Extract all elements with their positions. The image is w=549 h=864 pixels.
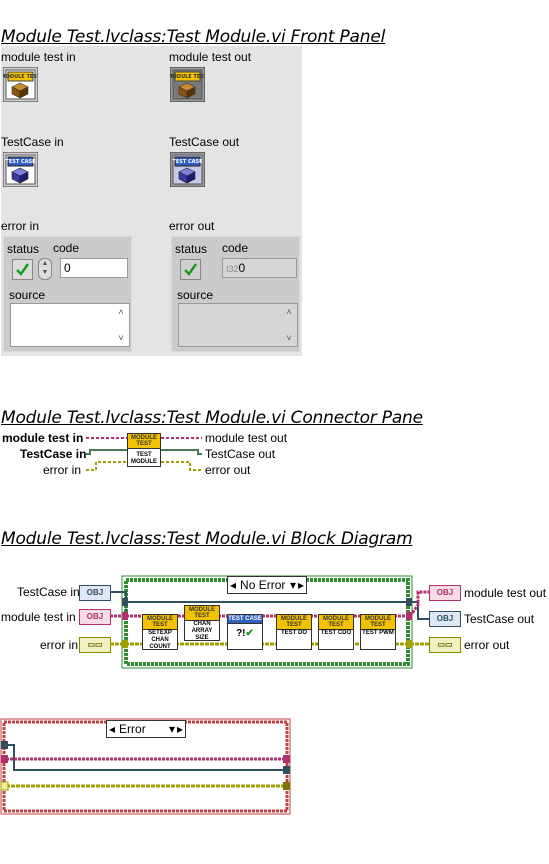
code-label: code	[53, 241, 80, 255]
cp-module-test-in-label: module test in	[2, 431, 84, 445]
error-in-terminal[interactable]: ▭▭	[79, 637, 111, 653]
checkmark-icon: ✔	[245, 628, 254, 639]
cp-testcase-out-label: TestCase out	[205, 447, 276, 461]
source-label: source	[177, 288, 214, 302]
scroll-up-icon[interactable]: ˄	[286, 307, 292, 317]
decrement-arrow-icon: ◂	[230, 578, 237, 592]
bd-error-out-label: error out	[464, 638, 510, 652]
dropdown-arrow-icon: ▾	[289, 578, 296, 592]
error-in-label: error in	[1, 219, 40, 233]
subvi-setexp-chan-count[interactable]: MODULE TEST SETEXP CHAN COUNT	[142, 614, 178, 650]
svg-text:TEST CASE: TEST CASE	[172, 159, 203, 165]
cp-testcase-in-label: TestCase in	[20, 447, 87, 461]
code-in-field[interactable]: 0	[60, 258, 128, 278]
subvi-chan-array-size[interactable]: MODULE TEST CHAN ARRAY SIZE	[184, 605, 220, 641]
checkmark-icon	[184, 263, 198, 276]
status-led	[180, 259, 201, 280]
subvi-test-cdo[interactable]: MODULE TEST TEST CDO	[318, 614, 354, 650]
source-label: source	[9, 288, 46, 302]
bd-module-test-out-label: module test out	[464, 586, 547, 600]
module-test-out-terminal[interactable]: OBJ	[429, 585, 461, 601]
module-test-out-label: module test out	[169, 50, 252, 64]
test-module-vi-icon: MODULE TEST TEST MODULE	[127, 433, 161, 467]
error-out-label: error out	[169, 219, 215, 233]
increment-arrow-icon: ▸	[297, 578, 304, 592]
status-label: status	[7, 242, 40, 256]
status-label: status	[175, 242, 208, 256]
scroll-up-icon[interactable]: ˄	[118, 307, 124, 317]
code-out-field: I320	[222, 258, 297, 278]
checkmark-icon	[16, 263, 30, 276]
subvi-test-pwm[interactable]: MODULE TEST TEST PWM	[360, 614, 396, 650]
svg-text:MODULE TEST: MODULE TEST	[3, 74, 38, 80]
scroll-down-icon[interactable]: ˅	[286, 333, 292, 343]
block-diagram-title: Module Test.lvclass:Test Module.vi Block…	[1, 529, 413, 549]
code-label: code	[222, 241, 249, 255]
front-panel-title: Module Test.lvclass:Test Module.vi Front…	[1, 27, 386, 47]
scroll-down-icon[interactable]: ˅	[118, 333, 124, 343]
cp-error-out-label: error out	[205, 463, 251, 477]
case-selector-no-error[interactable]: ◂No Error▾▸	[227, 576, 307, 594]
module-test-in-label: module test in	[1, 50, 76, 64]
error-out-cluster: status code I320 source ˄ ˅	[171, 236, 300, 352]
source-in-textbox[interactable]: ˄ ˅	[10, 303, 130, 347]
subvi-testcase-check[interactable]: TEST CASE ?!✔	[227, 614, 263, 650]
testcase-out-indicator-icon: TEST CASE	[170, 152, 205, 187]
module-test-out-indicator-icon: MODULE TEST	[170, 67, 205, 102]
module-test-in-control-icon[interactable]: MODULE TEST	[3, 67, 38, 102]
bd-testcase-in-label: TestCase in	[17, 585, 80, 599]
code-increment-stepper[interactable]: ▲▼	[38, 258, 52, 280]
subvi-test-do[interactable]: MODULE TEST TEST DO	[276, 614, 312, 650]
connector-pane-title: Module Test.lvclass:Test Module.vi Conne…	[1, 408, 423, 428]
cp-error-in-label: error in	[43, 463, 82, 477]
error-in-cluster: status code ▲▼ 0 source ˄ ˅	[3, 236, 132, 352]
dropdown-arrow-icon: ▾	[168, 722, 175, 736]
bd-error-in-label: error in	[40, 638, 79, 652]
connector-pane-wires	[86, 437, 202, 471]
bd-testcase-out-label: TestCase out	[464, 612, 535, 626]
svg-text:MODULE TEST: MODULE TEST	[170, 74, 205, 80]
error-out-terminal[interactable]: ▭▭	[429, 637, 461, 653]
source-out-textbox: ˄ ˅	[178, 303, 298, 347]
svg-text:TEST CASE: TEST CASE	[5, 159, 36, 165]
testcase-in-control-icon[interactable]: TEST CASE	[3, 152, 38, 187]
bd-module-test-in-label: module test in	[1, 610, 76, 624]
decrement-arrow-icon: ◂	[109, 722, 116, 736]
cp-module-test-out-label: module test out	[205, 431, 288, 445]
case-selector-error[interactable]: ◂Error▾▸	[106, 720, 186, 738]
testcase-in-label: TestCase in	[1, 135, 64, 149]
testcase-out-label: TestCase out	[169, 135, 240, 149]
front-panel: module test in module test out MODULE TE…	[1, 46, 302, 356]
increment-arrow-icon: ▸	[176, 722, 183, 736]
status-checkbox[interactable]	[12, 259, 33, 280]
